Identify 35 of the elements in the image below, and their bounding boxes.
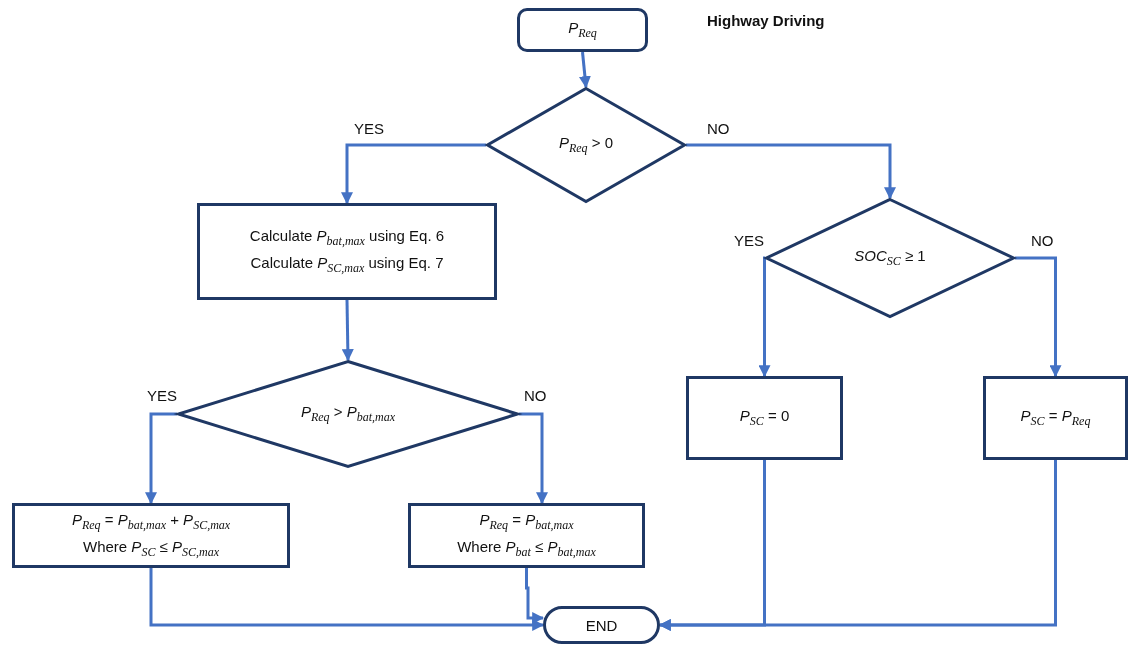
node-text: P$_{SC}$ = 0: [739, 405, 790, 430]
arrow: [341, 143, 486, 205]
node-text: P$_{Req}$ > P$_{bat,max}$: [300, 401, 396, 426]
node-text: P$_{Req}$ = P$_{bat,max}$: [479, 509, 574, 534]
process-box: [408, 503, 645, 568]
node-text: P$_{Req}$: [568, 17, 597, 42]
node-text: Calculate P$_{bat,max}$ using Eq. 6: [249, 225, 445, 250]
arrow: [658, 460, 1057, 631]
arrow: [145, 412, 177, 505]
node-text: P$_{SC}$ = P$_{Req}$: [1020, 405, 1091, 430]
start-terminal: [517, 8, 648, 52]
arrow: [519, 412, 548, 505]
node-text: Calculate P$_{SC,max}$ using Eq. 7: [250, 252, 444, 277]
decision-diamond: [486, 87, 686, 203]
node-text: END: [585, 615, 618, 636]
node-text: P$_{Req}$ > 0: [558, 132, 614, 157]
arrow: [1015, 256, 1062, 378]
arrow: [341, 299, 354, 362]
process-box: [686, 376, 843, 460]
arrow: [578, 51, 591, 89]
decision-diamond: [765, 198, 1015, 318]
node-text: P$_{Req}$ = P$_{bat,max}$ + P$_{SC,max}$: [71, 509, 231, 534]
process-box: [197, 203, 497, 300]
process-box: [983, 376, 1128, 460]
process-box: [12, 503, 290, 568]
arrow: [149, 568, 545, 631]
end-terminal: [543, 606, 660, 644]
node-text: Where P$_{SC}$ ≤ P$_{SC,max}$: [83, 536, 219, 561]
arrow: [686, 143, 896, 200]
arrow: [758, 256, 771, 378]
arrow: [525, 568, 545, 624]
node-text: Where P$_{bat}$ ≤ P$_{bat,max}$: [457, 536, 596, 561]
decision-diamond: [177, 360, 519, 468]
diagram-title: Highway Driving: [707, 12, 825, 29]
node-text: SOC$_{SC}$ ≥ 1: [854, 245, 926, 270]
